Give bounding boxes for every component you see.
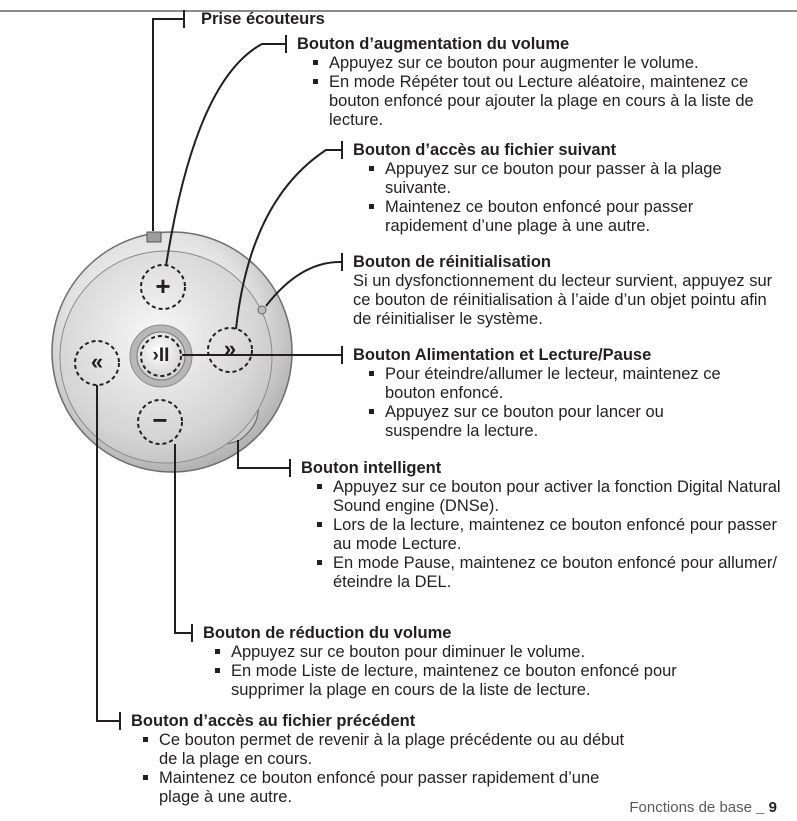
callout-title: Bouton de réinitialisation: [353, 253, 552, 271]
callout-title: Prise écouteurs: [201, 10, 325, 28]
list-item: Appuyez sur ce bouton pour augmenter le …: [311, 54, 787, 73]
list-item: Appuyez sur ce bouton pour activer la fo…: [315, 478, 791, 516]
list-item: Maintenez ce bouton enfoncé pour passer …: [367, 198, 753, 236]
callout-previous: Bouton d’accès au fichier précédent Ce b…: [131, 712, 631, 807]
top-rule: [0, 10, 797, 12]
earphone-jack-shape: [146, 231, 162, 243]
callout-volume-down: Bouton de réduction du volume Appuyez su…: [203, 624, 703, 700]
list-item: Appuyez sur ce bouton pour passer à la p…: [367, 160, 753, 198]
list-item: Ce bouton permet de revenir à la plage p…: [141, 731, 631, 769]
page-number: 9: [768, 799, 777, 816]
callout-power: Bouton Alimentation et Lecture/Pause Pou…: [353, 346, 773, 441]
footer-section: Fonctions de base: [629, 799, 752, 816]
volume-up-icon[interactable]: +: [155, 271, 171, 301]
list-item: En mode Répéter tout ou Lecture aléatoir…: [311, 73, 787, 130]
callout-title: Bouton intelligent: [301, 459, 442, 477]
list-item: Lors de la lecture, maintenez ce bouton …: [315, 516, 791, 554]
callout-title: Bouton Alimentation et Lecture/Pause: [353, 346, 652, 364]
callout-next: Bouton d’accès au fichier suivant Appuye…: [353, 141, 753, 236]
next-ring: [207, 327, 253, 373]
list-item: Appuyez sur ce bouton pour diminuer le v…: [213, 643, 703, 662]
list-item: En mode Liste de lecture, maintenez ce b…: [213, 662, 703, 700]
prev-ring: [74, 340, 120, 386]
vol-down-ring: [137, 399, 183, 445]
callout-title: Bouton de réduction du volume: [203, 624, 452, 642]
play-ring: [140, 335, 182, 377]
callout-volume-up: Bouton d’augmentation du volume Appuyez …: [297, 35, 787, 130]
page-footer: Fonctions de base _ 9: [629, 799, 777, 816]
next-icon[interactable]: »: [223, 336, 237, 361]
callout-smart: Bouton intelligent Appuyez sur ce bouton…: [301, 459, 791, 592]
list-item: Appuyez sur ce bouton pour lancer ou sus…: [367, 403, 737, 441]
callout-title: Bouton d’accès au fichier précédent: [131, 712, 416, 730]
callout-earphone-jack: Prise écouteurs: [201, 10, 325, 29]
volume-down-icon[interactable]: −: [152, 405, 168, 435]
previous-icon[interactable]: «: [90, 349, 104, 374]
footer-separator: _: [751, 799, 769, 816]
vol-up-ring: [140, 264, 186, 310]
list-item: En mode Pause, maintenez ce bouton enfon…: [315, 554, 791, 592]
callout-text: Si un dysfonctionnement du lecteur survi…: [353, 272, 773, 328]
callout-reset: Bouton de réinitialisation Si un dysfonc…: [353, 253, 773, 329]
list-item: Maintenez ce bouton enfoncé pour passer …: [141, 769, 631, 807]
list-item: Pour éteindre/allumer le lecteur, mainte…: [367, 365, 737, 403]
play-pause-icon[interactable]: ›II: [152, 345, 170, 366]
reset-hole: [257, 305, 267, 315]
callout-title: Bouton d’augmentation du volume: [297, 35, 570, 53]
callout-title: Bouton d’accès au fichier suivant: [353, 141, 617, 159]
